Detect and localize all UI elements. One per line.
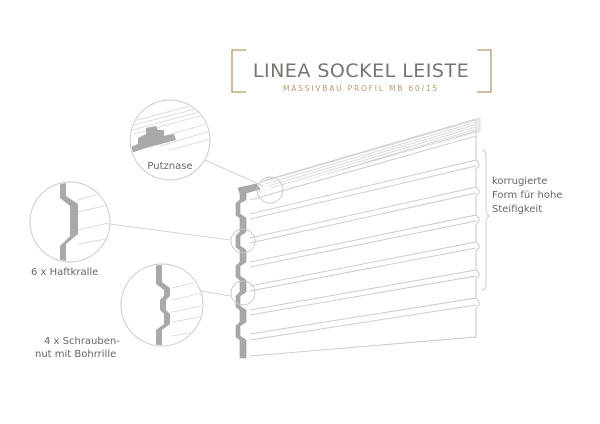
title-sub: MASSIVBAU PROFIL MB 60/15: [283, 84, 439, 93]
korrugiert-label-line1: korrugierte: [492, 176, 547, 187]
title-frame: [231, 49, 492, 93]
sockel-profile: [235, 117, 481, 359]
putznase-label: Putznase: [147, 161, 192, 172]
profile-top-endface: [475, 117, 481, 134]
haftkralle-target-ring: [230, 228, 256, 254]
putznase-leader: [204, 159, 264, 187]
schraubennut-target-ring: [230, 280, 256, 306]
korrugiert-brace: [481, 149, 491, 291]
korrugiert-label-line2: Form für hohe: [492, 190, 562, 201]
haftkralle-leader: [94, 221, 231, 241]
haftkralle-section: [60, 183, 78, 261]
putznase-target-ring: [256, 176, 284, 204]
profile-right-edge: [475, 133, 480, 338]
callout-korrugiert: korrugierte Form für hohe Steifigkeit: [481, 149, 562, 291]
korrugiert-label-line3: Steifigkeit: [492, 204, 542, 215]
putznase-section: [131, 126, 176, 154]
callout-haftkralle: 6 x Haftkralle: [29, 181, 256, 278]
schraubennut-label-line2: nut mit Bohrrille: [35, 349, 116, 360]
schraubennut-label-line1: 4 x Schrauben-: [44, 336, 120, 347]
profile-ribs: [249, 135, 477, 357]
title-main: LINEA SOCKEL LEISTE: [253, 60, 469, 82]
haftkralle-label: 6 x Haftkralle: [31, 267, 98, 278]
callout-putznase: Putznase: [129, 99, 284, 204]
callout-schraubennut: 4 x Schrauben- nut mit Bohrrille: [35, 263, 256, 360]
profile-front-face: [248, 133, 476, 358]
title-block: LINEA SOCKEL LEISTE MASSIVBAU PROFIL MB …: [231, 49, 492, 93]
schraubennut-section: [156, 265, 170, 345]
profile-top-grooves: [261, 119, 481, 193]
